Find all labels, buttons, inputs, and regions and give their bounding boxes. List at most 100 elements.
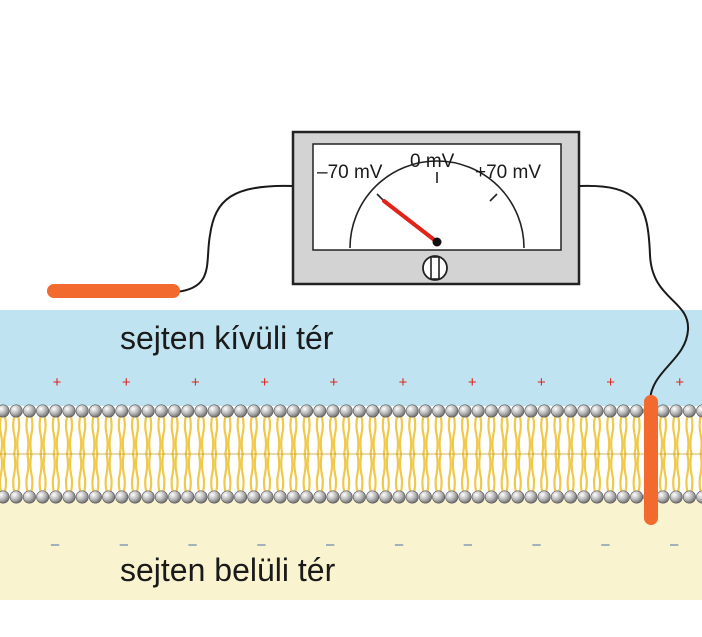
lipid-tail [372, 453, 377, 493]
lipid-tail [223, 415, 228, 455]
lipid-head [682, 404, 696, 418]
lipid-tail [619, 453, 624, 493]
positive-charge: + [606, 374, 615, 391]
lipid-tail [214, 453, 219, 493]
lipid-tail [240, 415, 245, 455]
lipid-head [141, 404, 155, 418]
tick-plus-70 [489, 193, 498, 202]
lipid-head [313, 404, 327, 418]
lipid-head [603, 490, 617, 504]
lipid-tail [610, 415, 615, 455]
lipid-tail [51, 415, 56, 455]
lipid-head [273, 404, 287, 418]
lipid-head [49, 490, 63, 504]
lipid-head [9, 490, 23, 504]
lipid-tail [540, 453, 545, 493]
lipid-bilayer [0, 404, 702, 504]
lipid-tail [289, 415, 294, 455]
left-wire [175, 184, 294, 293]
lipid-head [484, 490, 498, 504]
lipid-tail [504, 415, 509, 455]
lipid-head [564, 490, 578, 504]
lipid-tail [623, 415, 628, 455]
lipid-head [128, 404, 142, 418]
lipid-head [511, 490, 525, 504]
lipid-tail [513, 453, 518, 493]
lipid-tail [174, 415, 179, 455]
lipid-head [550, 404, 564, 418]
lipid-head [260, 490, 274, 504]
lipid-head [524, 490, 538, 504]
intracellular-space [0, 500, 702, 600]
lipid-tail [25, 415, 30, 455]
lipid-head [458, 490, 472, 504]
meter-dial-arc [349, 160, 525, 249]
lipid-tail [95, 415, 100, 455]
lipid-head [326, 404, 340, 418]
lipid-head [577, 490, 591, 504]
negative-charge: – [326, 536, 335, 553]
lipid-tail [632, 453, 637, 493]
lipid-head [537, 404, 551, 418]
lipid-head [260, 404, 274, 418]
lipid-head [379, 404, 393, 418]
lipid-head [75, 490, 89, 504]
lipid-head [102, 490, 116, 504]
lipid-tail [394, 415, 400, 455]
lipid-head [392, 490, 406, 504]
lipid-tail [487, 415, 492, 455]
lipid-tail [227, 453, 232, 493]
lipid-head [88, 404, 102, 418]
lipid-head [471, 404, 485, 418]
lipid-head [352, 404, 366, 418]
lipid-head [115, 404, 129, 418]
lipid-tail [478, 415, 483, 455]
lipid-tail [359, 453, 364, 493]
lipid-tail [262, 415, 268, 455]
intracellular-label: sejten belüli tér [120, 552, 336, 588]
lipid-tail [438, 415, 443, 455]
scale-label-plus-70: +70 mV [475, 162, 541, 183]
zero-adjust-knob-icon[interactable] [422, 255, 448, 281]
lipid-head [49, 404, 63, 418]
lipid-tail [262, 453, 268, 493]
lipid-tail [610, 453, 615, 493]
lipid-tail [306, 453, 311, 493]
lipid-tail [12, 415, 17, 455]
lipid-tail [328, 415, 334, 455]
lipid-tail [68, 415, 74, 455]
lipid-head [590, 490, 604, 504]
lipid-tail [134, 415, 140, 455]
lipid-head [62, 490, 76, 504]
lipid-tail [606, 453, 611, 493]
lipid-tail [447, 453, 452, 493]
positive-charge: + [468, 374, 477, 391]
lipid-tail [672, 453, 677, 493]
lipid-tail [566, 453, 571, 493]
negative-charges: –––––––––– [51, 536, 679, 553]
lipid-head [458, 404, 472, 418]
lipid-tail [425, 415, 430, 455]
lipid-tail [636, 453, 641, 493]
lipid-tail [359, 415, 364, 455]
lipid-tail [460, 453, 466, 493]
lipid-tail [540, 415, 545, 455]
lipid-tail [210, 415, 215, 455]
lipid-head [405, 490, 419, 504]
lipid-tail [29, 453, 34, 493]
lipid-tail [381, 453, 386, 493]
lipid-tail [557, 453, 562, 493]
lipid-tail [157, 415, 162, 455]
lipid-tail [342, 415, 347, 455]
lipid-head [630, 404, 644, 418]
positive-charge: + [399, 374, 408, 391]
lipid-tail [421, 415, 426, 455]
lipid-tail [302, 453, 307, 493]
lipid-tail [16, 415, 21, 455]
lipid-tail [51, 453, 56, 493]
lipid-tail [42, 415, 47, 455]
lipid-tail [579, 453, 584, 493]
lipid-head [168, 404, 182, 418]
lipid-head [445, 404, 459, 418]
lipid-tail [491, 453, 496, 493]
